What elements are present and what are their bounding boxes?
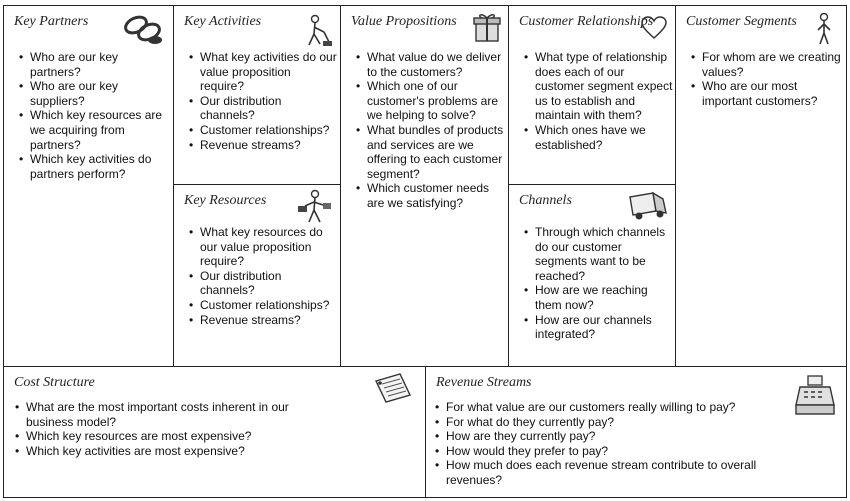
list-item: Which key resources are we acquiring fro… (18, 108, 168, 152)
key-partners-list: Who are our key partners? Who are our ke… (18, 50, 168, 181)
list-item: What type of relationship does each of o… (523, 50, 675, 123)
person-icon (814, 12, 834, 46)
list-item: How would they prefer to pay? (434, 444, 769, 459)
channels-list: Through which channels do our customer s… (523, 225, 673, 342)
key-activities-list: What key activities do our value proposi… (188, 50, 338, 152)
list-item: For what do they currently pay? (434, 415, 769, 430)
list-item: Which key resources are most expensive? (14, 429, 314, 444)
list-item: How are our channels integrated? (523, 313, 673, 342)
list-item: Which ones have we established? (523, 123, 675, 152)
revenue-streams-block: Revenue Streams For what value are our c… (425, 366, 847, 498)
list-item: Who are our key suppliers? (18, 79, 168, 108)
list-item: Customer relationships? (188, 298, 338, 313)
revenue-streams-title: Revenue Streams (436, 375, 532, 390)
customer-segments-list: For whom are we creating values? Who are… (690, 50, 842, 108)
customer-segments-block: Customer Segments For whom are we creati… (675, 5, 847, 368)
list-item: Which customer needs are we satisfying? (355, 181, 505, 210)
cost-structure-block: Cost Structure What are the most importa… (3, 366, 427, 498)
key-activities-title: Key Activities (184, 14, 262, 29)
customer-relationships-title: Customer Relationships (519, 14, 654, 29)
list-item: Our distribution channels? (188, 94, 338, 123)
list-item: Revenue streams? (188, 138, 338, 153)
customer-segments-title: Customer Segments (686, 14, 797, 29)
key-partners-title: Key Partners (14, 14, 89, 29)
channels-block: Channels Through which channels do our c… (508, 184, 677, 368)
list-item: For whom are we creating values? (690, 50, 842, 79)
gift-box-icon (473, 12, 503, 44)
list-item: What key activities do our value proposi… (188, 50, 338, 94)
list-item: Who are our most important customers? (690, 79, 842, 108)
list-item: For what value are our customers really … (434, 400, 769, 415)
key-activities-block: Key Activities What key activities do ou… (173, 5, 342, 186)
value-propositions-block: Value Propositions What value do we deli… (340, 5, 510, 368)
list-item: How are they currently pay? (434, 429, 769, 444)
list-item: Customer relationships? (188, 123, 338, 138)
key-partners-block: Key Partners Who are our key partners? W… (3, 5, 175, 368)
list-item: Which key activities are most expensive? (14, 444, 314, 459)
list-item: How much does each revenue stream contri… (434, 458, 769, 487)
worker-lifting-icon (296, 189, 334, 225)
customer-relationships-list: What type of relationship does each of o… (523, 50, 675, 152)
list-item: Our distribution channels? (188, 269, 338, 298)
worker-icon (304, 14, 334, 48)
list-item: What are the most important costs inhere… (14, 400, 314, 429)
cost-structure-title: Cost Structure (14, 375, 95, 390)
customer-relationships-block: Customer Relationships What type of rela… (508, 5, 677, 186)
price-tag-icon (372, 371, 414, 405)
list-item: Which one of our customer's problems are… (355, 79, 505, 123)
key-resources-title: Key Resources (184, 193, 267, 208)
delivery-truck-icon (627, 189, 669, 223)
channels-title: Channels (519, 193, 572, 208)
revenue-streams-list: For what value are our customers really … (434, 400, 769, 488)
list-item: Through which channels do our customer s… (523, 225, 673, 283)
value-propositions-list: What value do we deliver to the customer… (355, 50, 505, 211)
key-resources-list: What key resources do our value proposit… (188, 225, 338, 327)
list-item: How are we reaching them now? (523, 283, 673, 312)
heart-icon (641, 16, 667, 40)
chain-link-icon (122, 13, 166, 47)
key-resources-block: Key Resources What key resources do our … (173, 184, 342, 368)
list-item: Which key activities do partners perform… (18, 152, 168, 181)
cash-register-icon (794, 373, 838, 417)
list-item: Who are our key partners? (18, 50, 168, 79)
cost-structure-list: What are the most important costs inhere… (14, 400, 314, 458)
list-item: What value do we deliver to the customer… (355, 50, 505, 79)
list-item: What bundles of products and services ar… (355, 123, 505, 181)
list-item: What key resources do our value proposit… (188, 225, 338, 269)
list-item: Revenue streams? (188, 313, 338, 328)
value-propositions-title: Value Propositions (351, 14, 457, 29)
